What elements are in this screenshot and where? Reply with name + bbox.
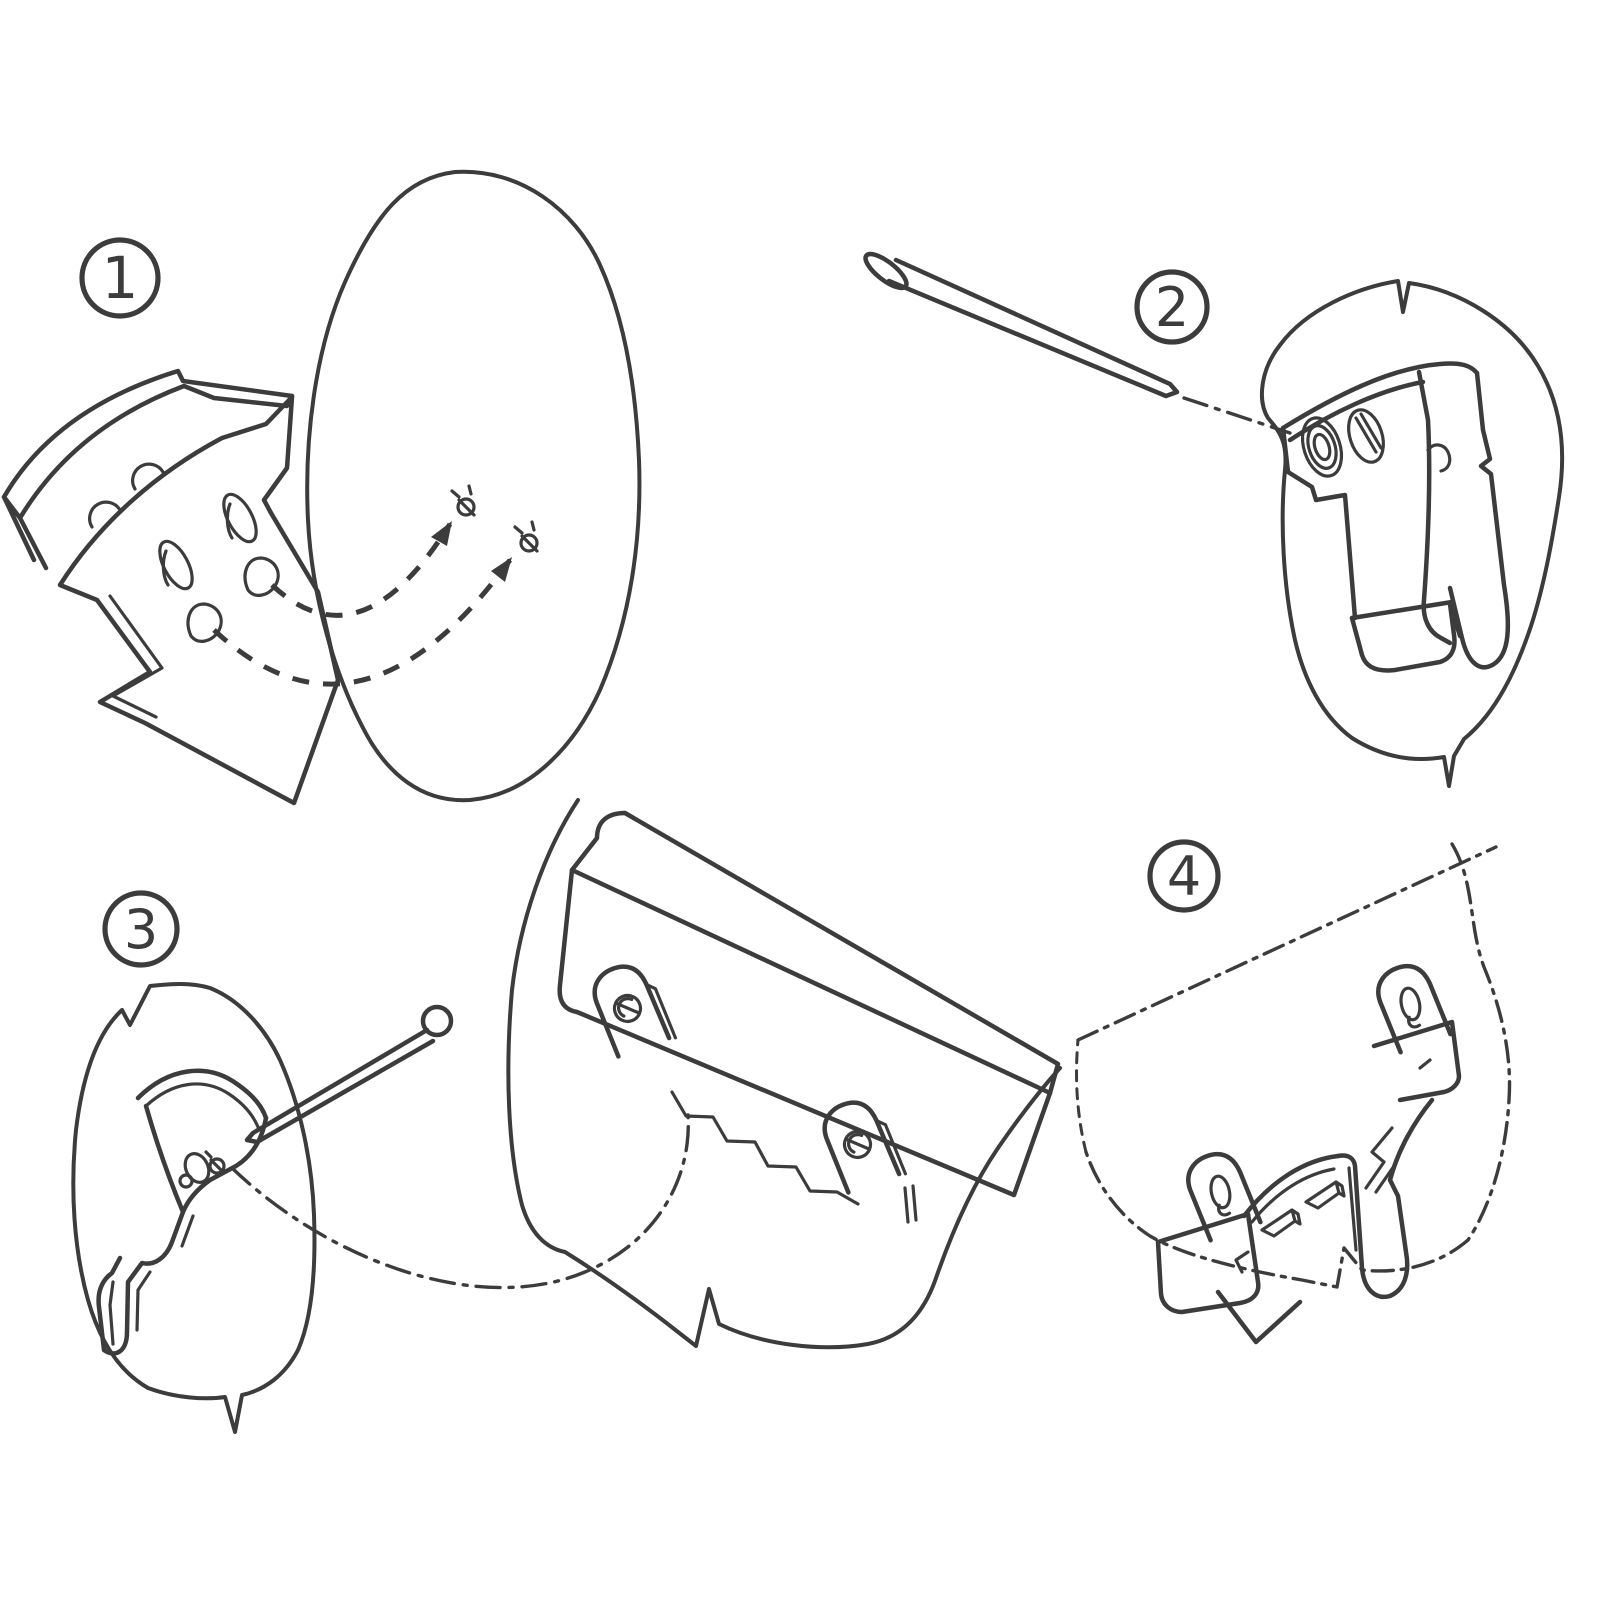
left-wall-plate [1155, 1211, 1261, 1315]
step-2-figure: 2 [863, 251, 1565, 788]
push-pin-icon [244, 1004, 454, 1145]
cleat-profile-inner-lines [108, 1214, 195, 1346]
screw-mark-icon [513, 520, 539, 553]
step-2-badge-circle [1134, 269, 1210, 345]
panel-top-rail [569, 810, 1061, 1096]
cleat-face [57, 394, 341, 806]
cleat-bracket [1, 368, 341, 806]
step-2-badge: 2 [1134, 269, 1210, 345]
step-4-number: 4 [1167, 845, 1201, 908]
hook-bracket [1280, 361, 1511, 673]
screw-mark-icon [450, 484, 476, 517]
transfer-arrows [212, 521, 513, 687]
nail-leader-line [1182, 396, 1292, 435]
hanger-tab [822, 1100, 908, 1195]
step-1-badge-circle [79, 237, 161, 319]
slotted-hole-icon [1347, 408, 1385, 464]
arrowhead-icon [431, 521, 452, 546]
bracket-flap [1215, 1289, 1303, 1345]
bracket-hump [1241, 1153, 1341, 1219]
tab-screw-icon [612, 993, 643, 1024]
torn-edge [670, 1090, 860, 1206]
cleat-profile-band-inner [144, 1082, 260, 1129]
hanger-tab [1376, 963, 1453, 1055]
hook-inner-channel [1416, 369, 1453, 646]
hook-side-bump [1426, 443, 1452, 473]
keyhole-icon [178, 1152, 211, 1189]
step-4-badge: 4 [1147, 839, 1221, 913]
placement-path [230, 1113, 690, 1290]
cleat-slot-holes [158, 492, 258, 591]
nail-icon [863, 251, 1180, 399]
hook-apron [1349, 601, 1463, 673]
arrowhead-icon [491, 557, 512, 582]
wall-patch [305, 169, 642, 803]
hook-plate-edges [1280, 425, 1358, 621]
cleat-profile-face [96, 1103, 269, 1356]
hanger-tab [592, 964, 678, 1059]
screw-marks [450, 484, 539, 553]
cleat-bracket-profile [96, 1068, 269, 1356]
interlock-zigzag [1364, 1126, 1396, 1194]
wall-patch [1260, 279, 1565, 788]
hanger-tab [1186, 1151, 1263, 1243]
screw-mark-icon [204, 1150, 226, 1175]
cleat-back-band-outer [1, 368, 295, 500]
wall-patch [71, 982, 317, 1434]
bracket-hump-inner [1250, 1167, 1336, 1224]
hook-bottom-shelf [1349, 599, 1455, 621]
hooked-arm [1335, 1097, 1435, 1300]
hook-outline [1280, 361, 1511, 670]
step-1-number: 1 [102, 244, 139, 312]
panel-tab-tail [903, 1184, 918, 1224]
cleat-profile-band [135, 1068, 269, 1121]
step-3-badge-circle [102, 890, 180, 968]
transfer-arrow-path [212, 558, 513, 687]
mounting-panel [506, 798, 1062, 1350]
cleat-knob [131, 462, 165, 491]
right-wall-plate [1371, 1019, 1462, 1103]
cleat-zigzag-inner [108, 594, 164, 719]
tab-screw-icon [842, 1129, 873, 1160]
cleat-knob [88, 500, 122, 529]
press-direction-wedge-icon [1304, 1180, 1346, 1210]
cleat-teardrop-holes [186, 556, 280, 643]
step-1-badge: 1 [79, 237, 161, 319]
step-3-number: 3 [124, 898, 158, 961]
threaded-hole-icon [1300, 416, 1344, 478]
step-3-figure: 3 [71, 798, 1062, 1434]
panel-bottom-edge [557, 867, 1053, 1198]
interlocked-brackets [1155, 963, 1462, 1345]
step-1-figure: 1 [1, 169, 642, 806]
cleat-band-left-cap [1, 494, 49, 571]
cleat-back-band-inner [17, 383, 295, 521]
transfer-arrow-path [270, 522, 453, 618]
press-direction-wedge-icon [1260, 1208, 1302, 1238]
step-4-figure: 4 [1075, 839, 1512, 1345]
right-wall-plate-step [1418, 1058, 1432, 1070]
step-2-number: 2 [1155, 276, 1189, 339]
hooked-arm-inner [1347, 1166, 1358, 1252]
panel-wall-blob [506, 798, 1062, 1350]
ghost-wall-outline [1075, 842, 1512, 1289]
step-4-badge-circle [1147, 839, 1221, 913]
left-wall-plate-step [1234, 1250, 1250, 1274]
step-3-badge: 3 [102, 890, 180, 968]
